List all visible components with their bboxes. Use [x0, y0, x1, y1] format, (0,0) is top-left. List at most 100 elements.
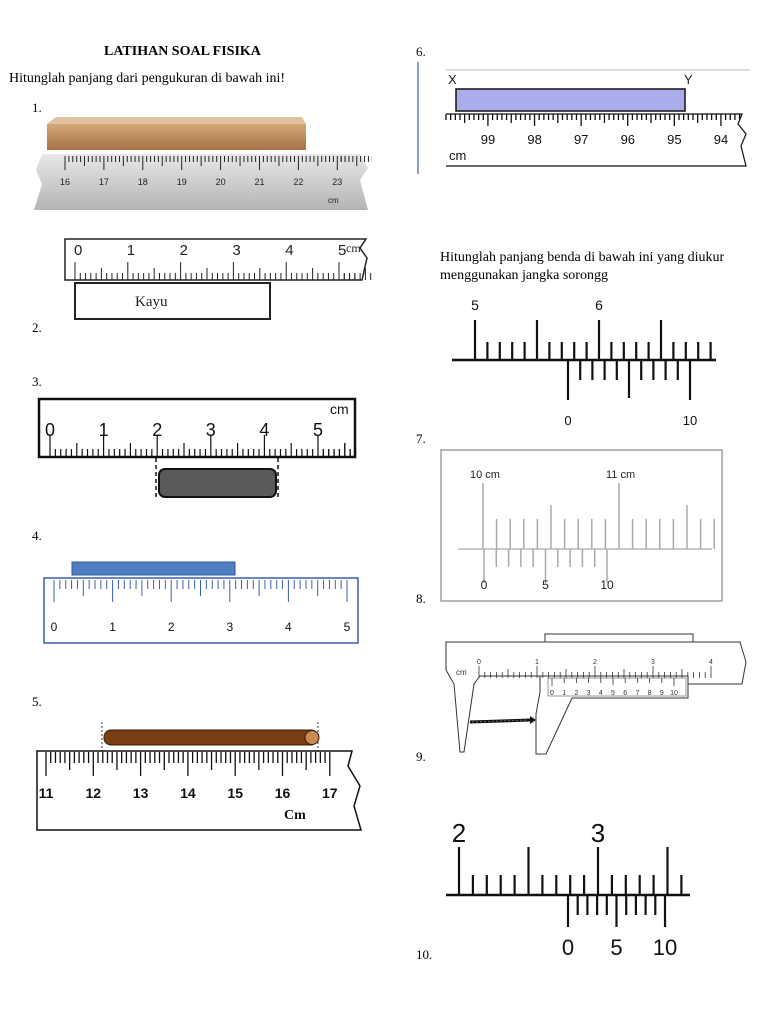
figure-3-ruler: 0 1 2 3 4 5 cm [37, 397, 357, 498]
figure-3-ruler-body [37, 397, 357, 459]
figure-2-object-label: Kayu [135, 294, 168, 310]
figure-5-label-0: 11 [39, 785, 54, 801]
figure-3-label-3: 3 [206, 420, 216, 440]
figure-9-main-label-4: 4 [709, 659, 713, 666]
figure-6-ruler-body [446, 113, 747, 167]
figure-2-object-box [74, 282, 271, 320]
figure-9-vernier-label-8: 8 [648, 690, 652, 697]
figure-9-unit: cm [456, 668, 467, 677]
figure-6-lavender-bar [455, 88, 686, 112]
figure-6-label-3: 96 [621, 132, 635, 147]
figure-6-label-1: 98 [527, 132, 541, 147]
figure-1-ruler: 16 17 18 19 20 21 22 23 cm [34, 117, 372, 210]
figure-9-vernier-label-0: 0 [550, 690, 554, 697]
figure-10-vernier-label-0: 0 [562, 935, 574, 960]
figure-6-label-0: 99 [481, 132, 495, 147]
figure-4-label-5: 5 [344, 620, 351, 634]
figure-2-label-5: 5 [338, 242, 346, 259]
figure-7-vernier-label-0: 0 [564, 413, 571, 428]
figure-8-vernier: 10 cm 11 cm 0 5 10 [440, 449, 723, 602]
question-number-3: 3. [32, 374, 42, 389]
figure-9-vernier-label-1: 1 [562, 690, 566, 697]
figure-10-vernier: 2 3 0 5 10 [446, 818, 690, 960]
figure-4-label-2: 2 [168, 620, 175, 634]
figure-9-vernier-label-3: 3 [587, 690, 591, 697]
figure-6-label-5: 94 [714, 132, 728, 147]
figure-1-label-6: 22 [293, 177, 303, 187]
figure-7-main-label-1: 6 [595, 297, 603, 313]
figure-5-label-1: 12 [86, 785, 102, 801]
figure-4-label-4: 4 [285, 620, 292, 634]
question-number-2: 2. [32, 320, 42, 335]
figure-8-vernier-label-1: 5 [542, 578, 549, 592]
figure-8-main-label-0: 10 cm [470, 469, 500, 481]
figure-1-unit: cm [328, 196, 339, 205]
figure-10-main-label-0: 2 [452, 818, 466, 848]
figure-5-label-2: 13 [133, 785, 149, 801]
figure-1-label-3: 19 [177, 177, 187, 187]
figure-2-label-4: 4 [285, 242, 293, 259]
question-number-7: 7. [416, 431, 426, 446]
figure-1-label-7: 23 [332, 177, 342, 187]
figure-1-label-5: 21 [254, 177, 264, 187]
figure-1-label-0: 16 [60, 177, 70, 187]
figure-2-label-0: 0 [74, 242, 82, 259]
figure-9-vernier-label-7: 7 [635, 690, 639, 697]
figure-5-rod [103, 729, 319, 746]
figure-3-label-1: 1 [99, 420, 109, 440]
figure-9-depth-rod [544, 633, 694, 643]
figure-8-vernier-label-2: 10 [600, 578, 614, 592]
figure-10-main-label-1: 3 [591, 818, 605, 848]
figure-9-vernier-label-10: 10 [670, 690, 678, 697]
figure-7-vernier-label-1: 10 [683, 413, 697, 428]
figure-1-label-4: 20 [216, 177, 226, 187]
figure-4-blue-bar [71, 561, 236, 576]
figure-3-label-2: 2 [152, 420, 162, 440]
figure-8-vernier-label-0: 0 [481, 578, 488, 592]
figure-5-label-6: 17 [322, 785, 338, 801]
figure-1-label-2: 18 [138, 177, 148, 187]
figure-8-main-label-1: 11 cm [606, 469, 635, 481]
figure-6-unit: cm [449, 148, 466, 163]
instruction-1: Hitunglah panjang dari pengukuran di baw… [9, 71, 286, 86]
figure-9-vernier-label-4: 4 [599, 690, 603, 697]
figure-10-vernier-label-2: 10 [653, 935, 677, 960]
figure-2-unit: cm [346, 241, 361, 255]
figure-2-label-2: 2 [180, 242, 188, 259]
figure-9-vernier-label-2: 2 [574, 690, 578, 697]
figure-3-gray-block [158, 468, 277, 498]
figure-1-wooden-block [47, 124, 306, 150]
figure-3-label-5: 5 [313, 420, 323, 440]
figure-1-label-1: 17 [99, 177, 109, 187]
figure-9-vernier-label-5: 5 [611, 690, 615, 697]
figure-9-vernier-label-6: 6 [623, 690, 627, 697]
figure-5-label-3: 14 [180, 785, 196, 801]
question-number-6: 6. [416, 44, 426, 59]
question-number-9: 9. [416, 749, 426, 764]
figure-10-vernier-label-1: 5 [610, 935, 622, 960]
figure-9-main-label-0: 0 [477, 659, 481, 666]
figure-8-frame [440, 449, 723, 602]
figure-9-main-label-3: 3 [651, 659, 655, 666]
figure-6-label-2: 97 [574, 132, 588, 147]
figure-5-label-5: 16 [275, 785, 291, 801]
question-number-1: 1. [32, 100, 42, 115]
figure-3-label-4: 4 [259, 420, 269, 440]
figure-3-unit: cm [330, 401, 349, 417]
question-number-10: 10. [416, 947, 433, 962]
figure-9-main-label-1: 1 [535, 659, 539, 666]
figure-5-ruler-body [36, 750, 362, 831]
figure-7-main-label-0: 5 [471, 297, 479, 313]
instruction-2: Hitunglah panjang benda di bawah ini yan… [440, 250, 725, 283]
figure-2-ruler-body [64, 238, 368, 281]
figure-1-block-top [47, 117, 306, 124]
figure-2-label-1: 1 [127, 242, 135, 259]
figure-5-label-4: 15 [227, 785, 243, 801]
figure-3-label-0: 0 [45, 420, 55, 440]
question-number-4: 4. [32, 528, 42, 543]
figure-6-label-x: X [448, 72, 457, 87]
